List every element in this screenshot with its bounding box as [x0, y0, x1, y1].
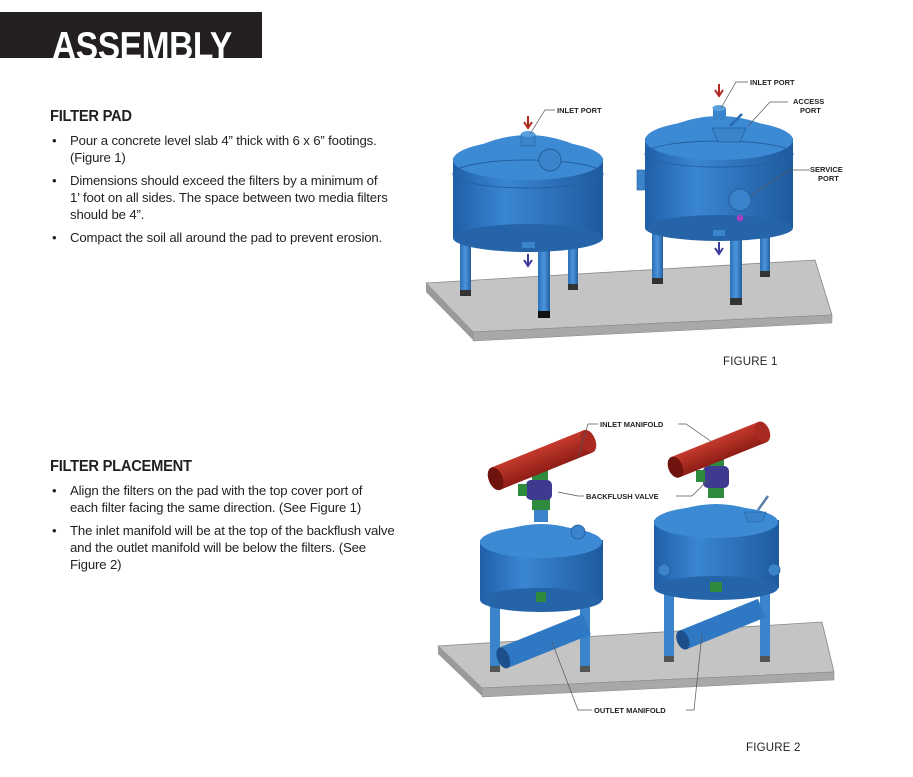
- section-heading: FILTER PAD: [50, 108, 132, 125]
- callout-inlet-manifold: INLET MANIFOLD: [600, 420, 664, 429]
- callout-inlet-port: INLET PORT: [557, 106, 602, 115]
- list-item: •The inlet manifold will be at the top o…: [52, 523, 395, 572]
- callout-outlet-manifold: OUTLET MANIFOLD: [594, 706, 666, 715]
- concrete-pad: [437, 621, 835, 698]
- right-filter-tank: [636, 105, 794, 241]
- callout-backflush-valve: BACKFLUSH VALVE: [586, 492, 659, 501]
- left-filter-tank: [452, 131, 604, 252]
- bullet-icon: •: [52, 173, 57, 188]
- bullet-icon: •: [52, 230, 57, 245]
- callout-service-port: PORT: [818, 174, 839, 183]
- figure-1-illustration: INLET PORT INLET PORT ACCESS PORT SERVIC…: [420, 70, 860, 350]
- inlet-arrow-icon: [523, 116, 533, 130]
- filter-placement-section: FILTER PLACEMENT •Align the filters on t…: [50, 458, 410, 579]
- callout-leaders: [551, 423, 713, 711]
- callout-service-port: SERVICE: [810, 165, 843, 174]
- page-title: ASSEMBLY: [52, 25, 232, 68]
- list-item: •Pour a concrete level slab 4” thick wit…: [52, 133, 377, 165]
- callout-leaders: [529, 81, 810, 197]
- inlet-arrow-icon: [714, 84, 724, 98]
- list-item: •Dimensions should exceed the filters by…: [52, 173, 388, 222]
- filter-pad-diagram: INLET PORT INLET PORT ACCESS PORT SERVIC…: [425, 78, 843, 342]
- filter-pad-section: FILTER PAD •Pour a concrete level slab 4…: [50, 108, 410, 252]
- list-item: •Compact the soil all around the pad to …: [52, 230, 383, 245]
- outlet-arrow-icon: [714, 242, 724, 256]
- bullet-list: •Align the filters on the pad with the t…: [50, 482, 410, 573]
- figure-2-illustration: INLET MANIFOLD BACKFLUSH VALVE OUTLET MA…: [430, 410, 850, 730]
- left-filter-assembly: [480, 429, 603, 672]
- callout-access-port: PORT: [800, 106, 821, 115]
- filter-placement-diagram: INLET MANIFOLD BACKFLUSH VALVE OUTLET MA…: [437, 420, 835, 715]
- bullet-icon: •: [52, 523, 57, 538]
- concrete-pad: [425, 259, 833, 342]
- bullet-icon: •: [52, 483, 57, 498]
- right-filter-assembly: [654, 421, 781, 662]
- left-tank-legs: [460, 230, 578, 318]
- callout-inlet-port: INLET PORT: [750, 78, 795, 87]
- figure-1-caption: FIGURE 1: [723, 356, 778, 368]
- right-tank-legs: [652, 220, 770, 305]
- callout-access-port: ACCESS: [793, 97, 824, 106]
- list-item: •Align the filters on the pad with the t…: [52, 483, 363, 515]
- section-heading: FILTER PLACEMENT: [50, 458, 192, 475]
- figure-2-caption: FIGURE 2: [746, 742, 801, 754]
- bullet-list: •Pour a concrete level slab 4” thick wit…: [50, 132, 410, 246]
- title-banner: ASSEMBLY: [0, 12, 262, 68]
- outlet-arrow-icon: [523, 254, 533, 268]
- outlet-manifold-pipe: [496, 613, 591, 669]
- bullet-icon: •: [52, 133, 57, 148]
